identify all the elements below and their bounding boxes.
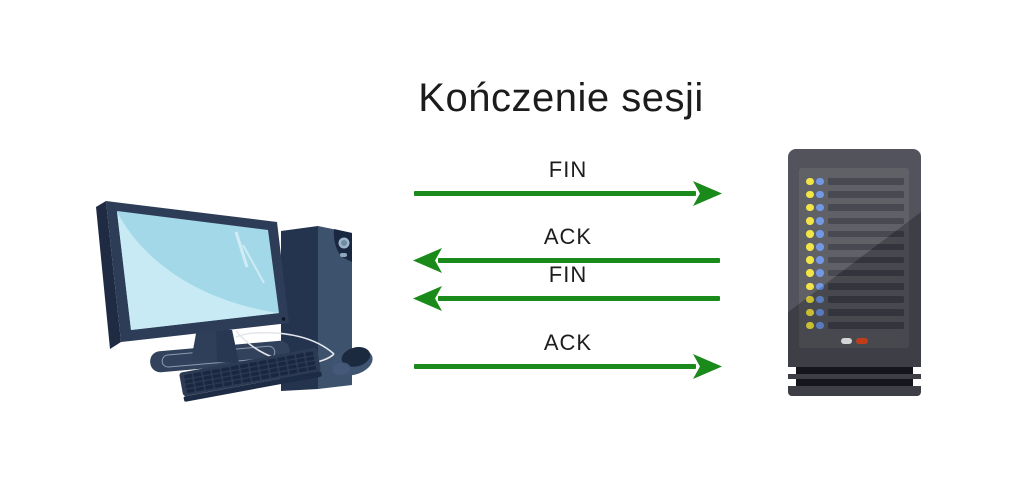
led-yellow-icon	[806, 256, 814, 264]
led-row	[799, 188, 909, 201]
led-yellow-icon	[806, 203, 814, 212]
led-yellow-icon	[806, 269, 814, 277]
led-blue-icon	[816, 308, 824, 317]
led-yellow-icon	[806, 295, 814, 304]
arrow-shaft-left	[438, 296, 720, 301]
led-row	[799, 240, 909, 253]
led-row	[799, 319, 909, 332]
drive-slot-bar	[828, 296, 904, 303]
arrow-shaft-right	[414, 364, 696, 369]
server-buttons	[799, 337, 909, 345]
led-yellow-icon	[806, 308, 814, 317]
led-yellow-icon	[806, 190, 814, 199]
led-blue-icon	[816, 256, 824, 264]
drive-slot-bar	[828, 217, 904, 225]
message-label-fin-1: FIN	[548, 157, 588, 182]
server-panel	[799, 168, 909, 348]
drive-slot-bar	[828, 178, 904, 185]
client-computer-illustration	[96, 201, 373, 402]
arrowhead-right-icon	[693, 354, 722, 379]
drive-slot-bar	[828, 191, 904, 198]
groove-notch	[788, 379, 796, 386]
led-row	[799, 267, 909, 280]
drive-slot-bar	[828, 283, 904, 290]
monitor-icon	[96, 201, 289, 349]
led-row	[799, 293, 909, 306]
led-blue-icon	[816, 295, 824, 304]
led-blue-icon	[816, 321, 824, 330]
groove-notch	[913, 379, 921, 386]
keyboard-icon	[179, 347, 322, 402]
arrow-shaft-left	[438, 258, 720, 263]
server-button-red	[855, 337, 868, 345]
server-led-rows	[799, 175, 909, 332]
led-row	[799, 227, 909, 240]
monitor-stand	[191, 328, 239, 363]
message-label-ack-4: ACK	[543, 330, 593, 355]
drive-slot-bar	[828, 269, 904, 277]
arrow-shaft-right	[414, 191, 696, 196]
mouse-icon	[331, 347, 373, 376]
server-groove	[788, 379, 921, 386]
led-row	[799, 280, 909, 293]
led-blue-icon	[816, 230, 824, 238]
led-yellow-icon	[806, 282, 814, 291]
led-yellow-icon	[806, 177, 814, 186]
led-row	[799, 254, 909, 267]
drive-slot-bar	[828, 243, 904, 251]
led-yellow-icon	[806, 321, 814, 330]
drive-slot-bar	[828, 322, 904, 329]
groove-notch	[913, 367, 921, 374]
led-blue-icon	[816, 203, 824, 212]
drive-slot-bar	[828, 204, 904, 211]
arrowhead-right-icon	[693, 181, 722, 206]
led-row	[799, 306, 909, 319]
led-yellow-icon	[806, 230, 814, 238]
groove-notch	[788, 367, 796, 374]
led-blue-icon	[816, 190, 824, 199]
drive-slot-bar	[828, 309, 904, 316]
led-row	[799, 214, 909, 227]
led-yellow-icon	[806, 217, 814, 225]
led-blue-icon	[816, 243, 824, 251]
led-blue-icon	[816, 217, 824, 225]
server-groove	[788, 367, 921, 374]
server-button-white	[840, 337, 852, 345]
led-blue-icon	[816, 269, 824, 277]
server-illustration	[788, 149, 921, 396]
message-label-ack-2: ACK	[543, 224, 593, 249]
drive-slot-bar	[828, 256, 904, 264]
led-row	[799, 175, 909, 188]
led-blue-icon	[816, 282, 824, 291]
led-yellow-icon	[806, 243, 814, 251]
led-row	[799, 201, 909, 214]
drive-slot-bar	[828, 230, 904, 238]
diagram-title: Kończenie sesji	[418, 76, 704, 120]
led-blue-icon	[816, 177, 824, 186]
message-label-fin-3: FIN	[548, 262, 588, 287]
